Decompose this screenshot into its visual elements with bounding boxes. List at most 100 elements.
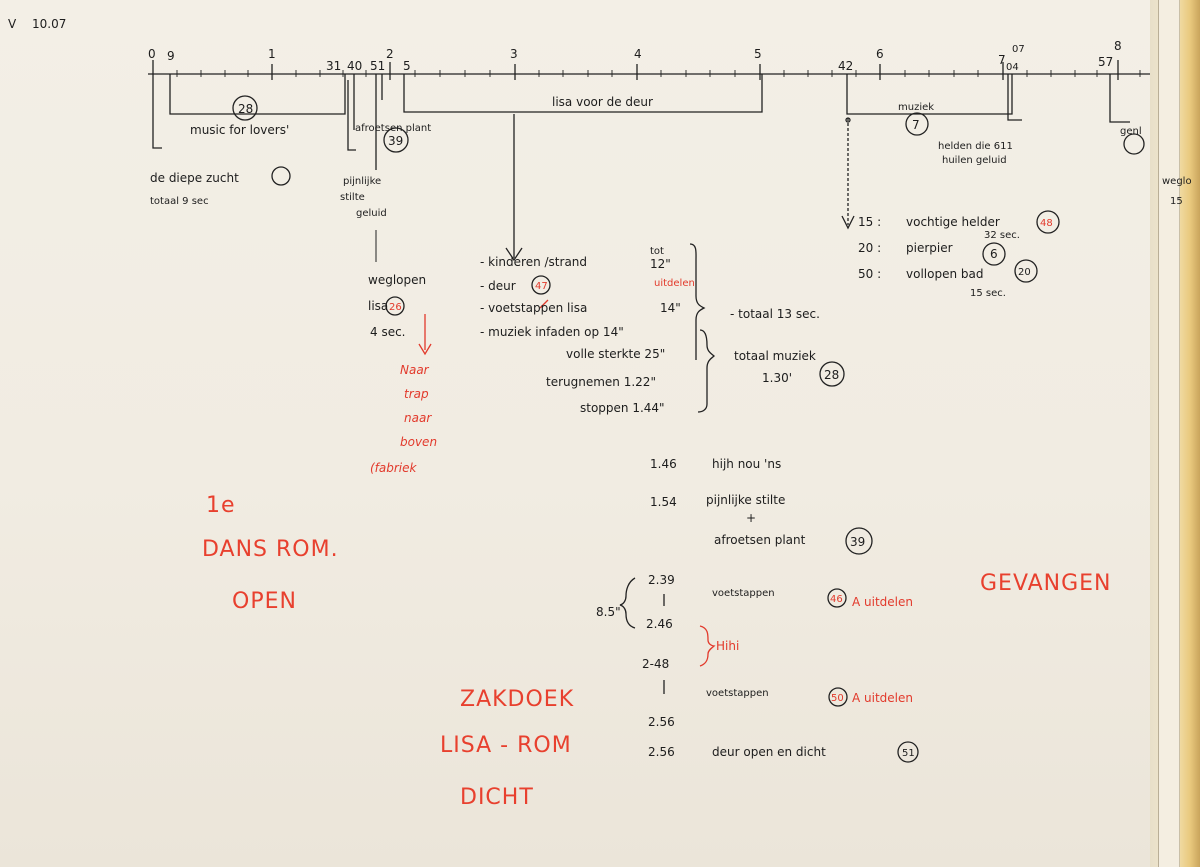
cue-music-for-lovers: music for lovers' (190, 123, 289, 137)
lower-number: 50 (831, 693, 844, 704)
lower-number: 46 (830, 594, 843, 605)
paper-sheet (0, 0, 1170, 867)
middle-item: stoppen 1.44" (580, 401, 665, 415)
tick-label: 3 (510, 47, 518, 61)
tick-label: 7 (998, 53, 1006, 67)
right-item: pierpier (906, 241, 953, 255)
right-number: 48 (1040, 218, 1053, 229)
lower-time: 2.46 (646, 617, 673, 631)
tick-label: 1 (268, 47, 276, 61)
cut-text: 15 (1170, 196, 1183, 207)
brace-label: 8.5" (596, 605, 621, 619)
cue-helden: helden die 611 (938, 141, 1013, 152)
middle-item: - deur (480, 279, 516, 293)
cue-pijnlijke: geluid (356, 208, 387, 219)
lower-uitdelen: A uitdelen (852, 691, 913, 705)
red-note: (fabriek (370, 461, 418, 475)
right-item: 32 sec. (984, 230, 1020, 241)
lower-time: 2-48 (642, 657, 669, 671)
tick-label: 42 (838, 59, 853, 73)
cue-number: 7 (912, 118, 920, 132)
red-note: naar (404, 411, 432, 425)
middle-totaal: totaal muziek (734, 349, 816, 363)
red-heading: GEVANGEN (980, 571, 1112, 596)
cue-totaal-9-sec: totaal 9 sec (150, 196, 209, 207)
right-item: 50 : (858, 267, 881, 281)
red-notes: Naar trap naar boven (fabriek 1e DANS RO… (202, 363, 1112, 810)
page-date: 10.07 (32, 17, 66, 31)
middle-item: volle sterkte 25" (566, 347, 665, 361)
lower-item: deur open en dicht (712, 745, 826, 759)
tick-label: 5 (403, 59, 411, 73)
cue-afroetsen-plant: afroetsen plant (355, 123, 431, 134)
right-item: 15 : (858, 215, 881, 229)
tick-labels: 0 9 1 31 40 51 2 5 3 4 5 42 6 7 07 04 57… (148, 39, 1122, 73)
timeline (148, 60, 1150, 763)
right-item: 20 : (858, 241, 881, 255)
tick-label: 31 (326, 59, 341, 73)
middle-item: terugnemen 1.22" (546, 375, 656, 389)
middle-number: 47 (535, 281, 548, 292)
tick-label: 5 (754, 47, 762, 61)
lower-time: 2.56 (648, 745, 675, 759)
hihi-note: Hihi (716, 639, 739, 653)
lower-number: 51 (902, 748, 915, 759)
cue-pijnlijke: stilte (340, 192, 365, 203)
page-marker: V (8, 17, 17, 31)
middle-item: tot (650, 246, 664, 257)
lower-plus: + (746, 511, 756, 525)
tick-label: 9 (167, 49, 175, 63)
red-heading: DICHT (460, 785, 534, 810)
middle-item: - muziek infaden op 14" (480, 325, 624, 339)
red-annotations-lines (418, 299, 716, 667)
lower-time: 2.56 (648, 715, 675, 729)
red-heading: ZAKDOEK (460, 687, 574, 712)
lower-time: 1.46 (650, 457, 677, 471)
cue-weglopen: 4 sec. (370, 325, 406, 339)
lower-item: afroetsen plant (714, 533, 806, 547)
red-note: Naar (400, 363, 430, 377)
next-page-edge (1158, 0, 1180, 867)
tick-label: 07 (1012, 44, 1025, 55)
lower-item: voetstappen (712, 588, 775, 599)
cue-pijnlijke: pijnlijke (343, 176, 381, 187)
tick-label: 51 (370, 59, 385, 73)
red-heading: DANS ROM. (202, 537, 339, 562)
lower-item: pijnlijke stilte (706, 493, 785, 507)
middle-number: 28 (824, 368, 839, 382)
lower-item: voetstappen (706, 688, 769, 699)
cue-number: 39 (388, 134, 403, 148)
cue-number: 28 (238, 102, 253, 116)
tick-label: 4 (634, 47, 642, 61)
middle-item: 14" (660, 301, 681, 315)
middle-uitdelen: uitdelen (654, 278, 695, 289)
lower-time: 1.54 (650, 495, 677, 509)
red-note: trap (404, 387, 429, 401)
tick-label: 8 (1114, 39, 1122, 53)
red-heading: OPEN (232, 589, 297, 614)
lower-uitdelen: A uitdelen (852, 595, 913, 609)
middle-item: 12" (650, 257, 671, 271)
cue-weglopen: lisa (368, 299, 388, 313)
cue-muziek: muziek (898, 102, 934, 113)
timeline-cues: 28 music for lovers' afroetsen plant 39 … (150, 95, 1192, 339)
red-note: boven (400, 435, 437, 449)
tick-label: 04 (1006, 62, 1019, 73)
cue-de-diepe-zucht: de diepe zucht (150, 171, 239, 185)
lower-time: 2.39 (648, 573, 675, 587)
cue-lisa-voor-de-deur: lisa voor de deur (552, 95, 653, 109)
cue-weglopen: weglopen (368, 273, 426, 287)
lower-list: 1.46 hijh nou 'ns 1.54 pijnlijke stilte … (596, 457, 915, 759)
cut-text: weglo (1162, 176, 1192, 187)
right-number: 20 (1018, 267, 1031, 278)
tick-label: 2 (386, 47, 394, 61)
middle-item: - voetstappen lisa (480, 301, 587, 315)
tick-label: 40 (347, 59, 362, 73)
middle-item: - kinderen /strand (480, 255, 587, 269)
middle-totaal: 1.30' (762, 371, 792, 385)
tick-label: 6 (876, 47, 884, 61)
right-number: 6 (990, 247, 998, 261)
cue-helden: huilen geluid (942, 155, 1007, 166)
